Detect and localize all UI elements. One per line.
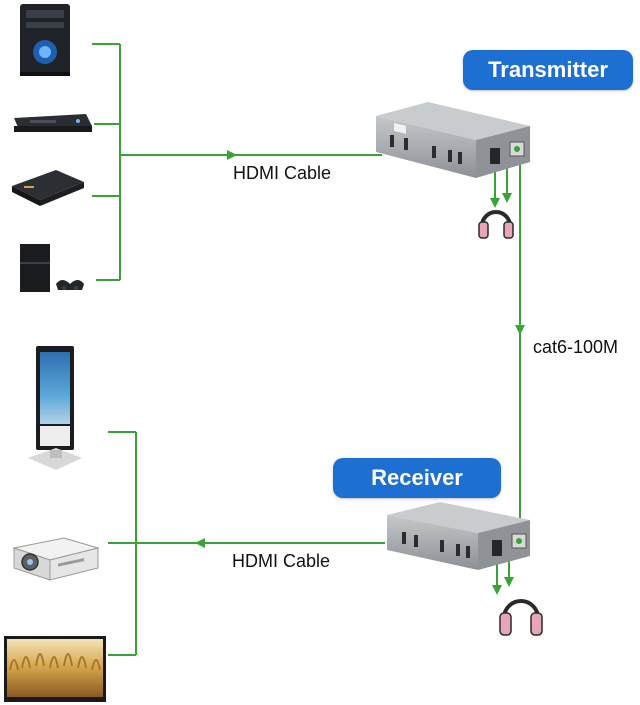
set-top-box-icon (12, 170, 84, 206)
cable-type-label: cat6-100M (533, 337, 619, 357)
digital-signage-icon (28, 346, 82, 470)
headphones-icon-transmitter (478, 210, 514, 239)
pc-tower-icon (20, 4, 70, 76)
game-console-icon (20, 244, 84, 292)
hdmi-cable-label-top: HDMI Cable (233, 163, 332, 183)
receiver-badge: Receiver (333, 458, 501, 498)
connection-lines (92, 43, 525, 656)
headphones-icon-receiver (499, 599, 543, 636)
projector-icon (12, 537, 100, 581)
transmitter-device-icon (376, 102, 530, 178)
receiver-device-icon (387, 502, 530, 570)
hdmi-cable-label-bottom: HDMI Cable (232, 551, 331, 571)
dvd-player-icon (14, 114, 92, 132)
tv-icon (4, 636, 106, 702)
transmitter-badge: Transmitter (463, 50, 633, 90)
